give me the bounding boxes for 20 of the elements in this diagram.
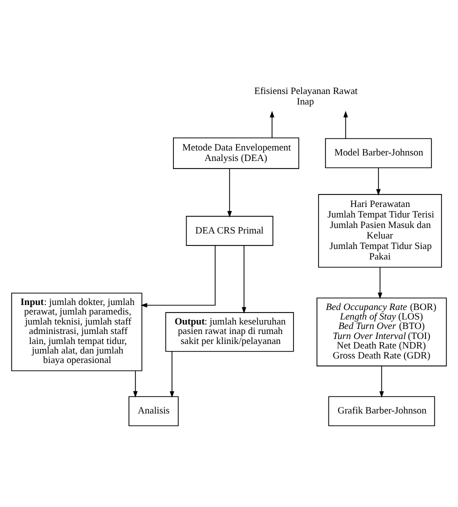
node-text: Efisiensi Pelayanan Rawat Inap	[254, 86, 358, 108]
arrow	[133, 370, 138, 398]
arrow	[140, 245, 216, 308]
arrow	[170, 351, 174, 398]
node-box: Input: jumlah dokter, jumlah perawat, jumlah paramedis, jumlah teknisi, jumlah staff administrasi, jumlah staff lain, jumlah tempat tidur, jumlah alat, dan jumlah biaya operasional	[11, 292, 142, 372]
node-box: Hari Perawatan Jumlah Tempat Tidur Terisi Jumlah Pasien Masuk dan Keluar Jumlah Tempat Tidur Siap Pakai	[318, 194, 442, 268]
arrow	[242, 245, 246, 314]
arrow	[343, 110, 348, 139]
node-box: Metode Data Envelopement Analysis (DEA)	[173, 137, 300, 169]
node-box: DEA CRS Primal	[186, 216, 274, 246]
arrow	[270, 110, 274, 138]
node-box: Grafik Barber-Johnson	[328, 396, 436, 426]
arrow	[378, 266, 382, 300]
arrow	[376, 167, 381, 196]
node-box: Analisis	[128, 396, 179, 426]
node-box: Bed Occupancy Rate (BOR) Length of Stay (LOS) Bed Turn Over (BTO) Turn Over Interval (TOI) Net Death Rate (NDR) Gross Death Rate (GDR)	[316, 298, 447, 366]
arrow	[379, 366, 384, 398]
arrow	[227, 168, 232, 218]
node-box: Model Barber-Johnson	[325, 138, 432, 168]
node-box: Output: jumlah keseluruhan pasien rawat inap di rumah sakit per klinik/pelayanan	[165, 312, 294, 352]
